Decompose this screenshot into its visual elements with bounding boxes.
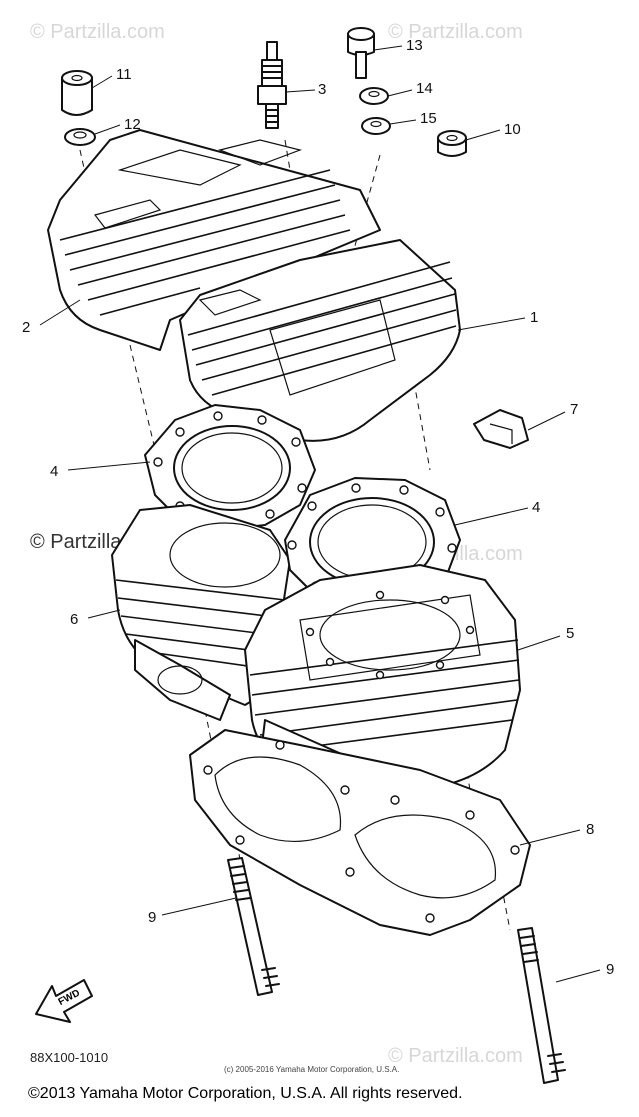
callout-2: 2 bbox=[22, 319, 30, 336]
callout-12: 12 bbox=[124, 116, 141, 133]
part-9-stud-left bbox=[227, 857, 280, 996]
callout-15: 15 bbox=[420, 110, 437, 127]
diagram-code: 88X100-1010 bbox=[30, 1050, 108, 1065]
watermark-top-left: © Partzilla.com bbox=[30, 21, 165, 43]
part-8-base-gasket bbox=[189, 729, 531, 936]
callout-3: 3 bbox=[318, 81, 326, 98]
callout-10: 10 bbox=[504, 121, 521, 138]
part-14-lock-washer bbox=[359, 87, 389, 105]
part-7-cap bbox=[473, 409, 529, 449]
callout-9-right: 9 bbox=[606, 961, 614, 978]
callout-14: 14 bbox=[416, 80, 433, 97]
callout-6: 6 bbox=[70, 611, 78, 628]
callout-4-rear: 4 bbox=[50, 463, 58, 480]
part-2-cylinder-head-rear bbox=[47, 129, 381, 351]
part-13-bolt bbox=[347, 27, 375, 79]
part-3-spark-plug bbox=[257, 41, 287, 129]
part-11-spacer bbox=[61, 70, 93, 116]
callout-8: 8 bbox=[586, 821, 594, 838]
callout-9-left: 9 bbox=[148, 909, 156, 926]
part-12-washer bbox=[64, 128, 96, 146]
part-5-cylinder-front bbox=[244, 564, 521, 791]
callout-11: 11 bbox=[116, 66, 132, 83]
leader-lines bbox=[39, 45, 601, 983]
part-15-washer bbox=[361, 117, 391, 135]
part-1-cylinder-head-front bbox=[179, 239, 461, 442]
part-4-head-gasket-rear bbox=[144, 404, 316, 531]
callout-1: 1 bbox=[530, 309, 538, 326]
callout-7: 7 bbox=[570, 401, 578, 418]
small-copyright: (c) 2005-2016 Yamaha Motor Corporation, … bbox=[224, 1065, 399, 1074]
callout-5: 5 bbox=[566, 625, 574, 642]
part-10-nut bbox=[437, 130, 467, 157]
part-9-stud-right bbox=[517, 927, 566, 1084]
watermark-top-right: © Partzilla.com bbox=[388, 21, 523, 43]
callout-13: 13 bbox=[406, 37, 423, 54]
watermark-bottom-right: © Partzilla.com bbox=[388, 1045, 523, 1067]
footer-copyright: ©2013 Yamaha Motor Corporation, U.S.A. A… bbox=[28, 1085, 463, 1102]
fwd-arrow-icon: FWD bbox=[35, 979, 93, 1023]
callout-4-front: 4 bbox=[532, 499, 540, 516]
